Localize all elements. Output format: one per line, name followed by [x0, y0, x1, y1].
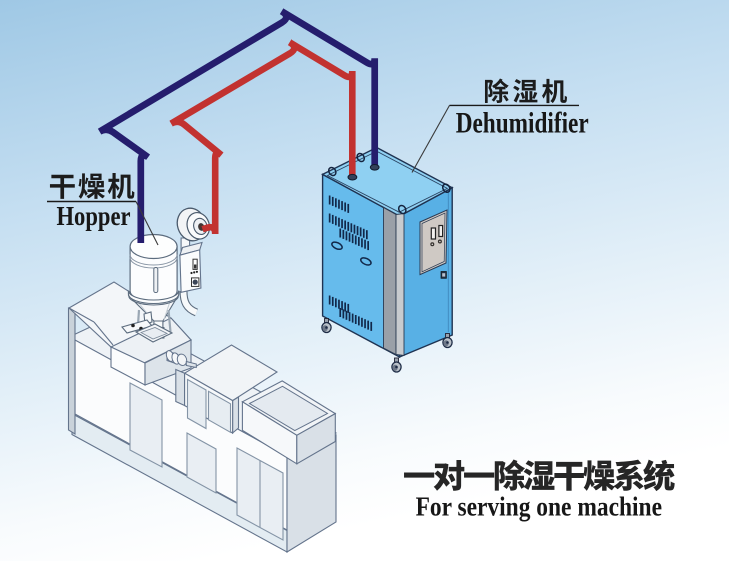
svg-text:Hopper: Hopper — [57, 201, 131, 231]
svg-text:For serving one machine: For serving one machine — [416, 491, 662, 521]
svg-text:Dehumidifier: Dehumidifier — [456, 107, 589, 140]
